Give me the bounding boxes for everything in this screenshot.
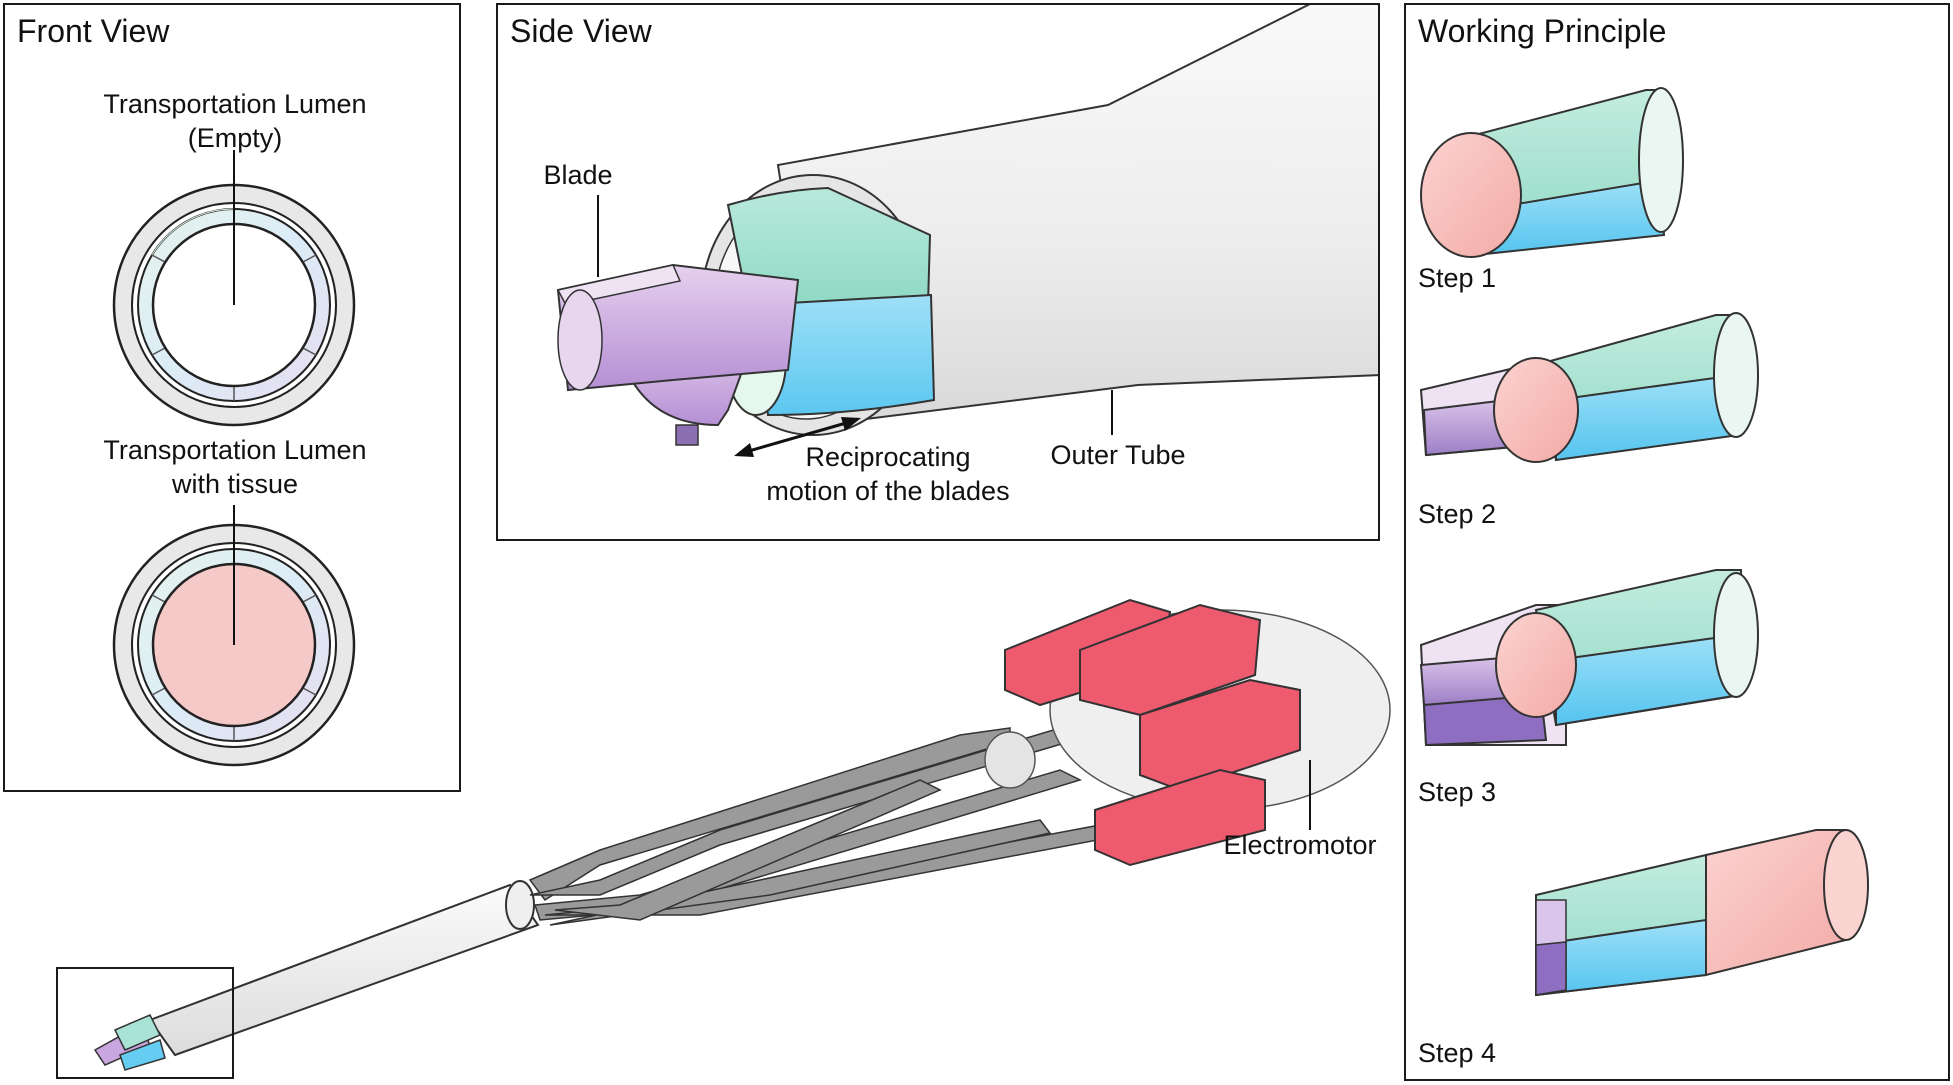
step-3-graphic xyxy=(1419,569,1759,747)
front-view-panel: Front View Transportation Lumen (Empty) … xyxy=(3,3,461,792)
step-1-graphic xyxy=(1420,87,1684,258)
electromotors xyxy=(1004,598,1301,867)
label-outer-tube: Outer Tube xyxy=(1050,440,1186,470)
empty-lumen-cross-section xyxy=(112,150,356,427)
label-reciprocating-motion: Reciprocating motion of the blades xyxy=(766,442,1010,506)
working-principle-drawing xyxy=(1419,87,1869,997)
working-principle-panel: Working Principle xyxy=(1404,3,1950,1081)
motor-housing xyxy=(1049,609,1391,811)
tissue-lumen-cross-section xyxy=(112,505,356,767)
step-4-graphic xyxy=(1535,829,1869,997)
front-view-title: Front View xyxy=(17,13,170,49)
side-view-drawing xyxy=(556,5,1378,457)
label-blade: Blade xyxy=(543,160,613,190)
side-view-panel: Side View xyxy=(496,3,1380,541)
working-principle-title: Working Principle xyxy=(1418,13,1667,49)
front-view-drawing xyxy=(112,150,356,767)
zoom-tip xyxy=(93,1014,166,1071)
step-2-graphic xyxy=(1419,312,1759,463)
device-shaft xyxy=(148,883,540,1057)
zoom-detail-box xyxy=(56,967,234,1079)
label-tissue-lumen: Transportation Lumen with tissue xyxy=(103,435,367,499)
step-label-1: Step 1 xyxy=(1418,263,1497,293)
blade-rods xyxy=(528,724,1110,926)
label-empty-lumen: Transportation Lumen (Empty) xyxy=(103,89,367,153)
step-label-3: Step 3 xyxy=(1418,777,1497,807)
label-electromotor: Electromotor xyxy=(1223,830,1377,860)
step-label-2: Step 2 xyxy=(1418,499,1497,529)
side-view-title: Side View xyxy=(510,13,652,49)
step-label-4: Step 4 xyxy=(1418,1038,1497,1068)
